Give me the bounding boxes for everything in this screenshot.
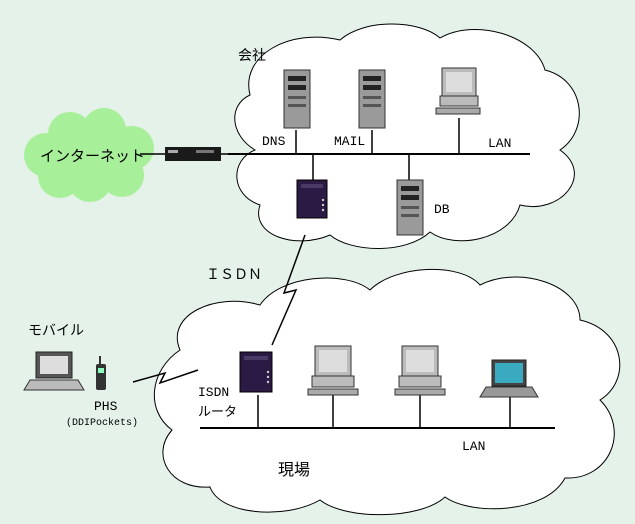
company-isdn-router-icon: [296, 179, 328, 219]
phs-label: PHS: [94, 399, 118, 414]
internet-cloud: [24, 108, 154, 202]
db-label: DB: [434, 202, 450, 217]
isdn-label: ＩＳＤＮ: [206, 267, 262, 283]
dns-server-icon: [283, 69, 311, 129]
db-server-icon: [396, 179, 424, 236]
site-laptop-icon: [479, 359, 539, 398]
mobile-laptop-icon: [23, 351, 85, 391]
isdn-link: [271, 234, 306, 346]
site-pc-1-icon: [307, 345, 359, 396]
phs-phone-icon: [96, 356, 106, 390]
internet-label: インターネット: [40, 147, 145, 165]
lan-bottom-label: LAN: [462, 439, 485, 454]
site-label: 現場: [278, 460, 310, 479]
site-pc-2-icon: [394, 345, 446, 396]
isdn-router-label-1: ISDN: [198, 385, 229, 400]
ddi-label: (DDIPockets): [66, 417, 138, 429]
company-label: 会社: [238, 48, 266, 64]
site-isdn-router-icon: [239, 351, 273, 393]
dns-label: DNS: [262, 134, 286, 149]
phs-link: [132, 369, 199, 385]
company-pc-icon: [435, 67, 481, 115]
site-cloud: [153, 269, 621, 516]
modem-device: [165, 147, 221, 161]
mail-label: MAIL: [334, 134, 365, 149]
mail-server-icon: [358, 69, 386, 129]
mobile-label: モバイル: [28, 323, 84, 339]
isdn-router-label-2: ルータ: [198, 405, 237, 420]
lan-top-label: LAN: [488, 136, 511, 151]
